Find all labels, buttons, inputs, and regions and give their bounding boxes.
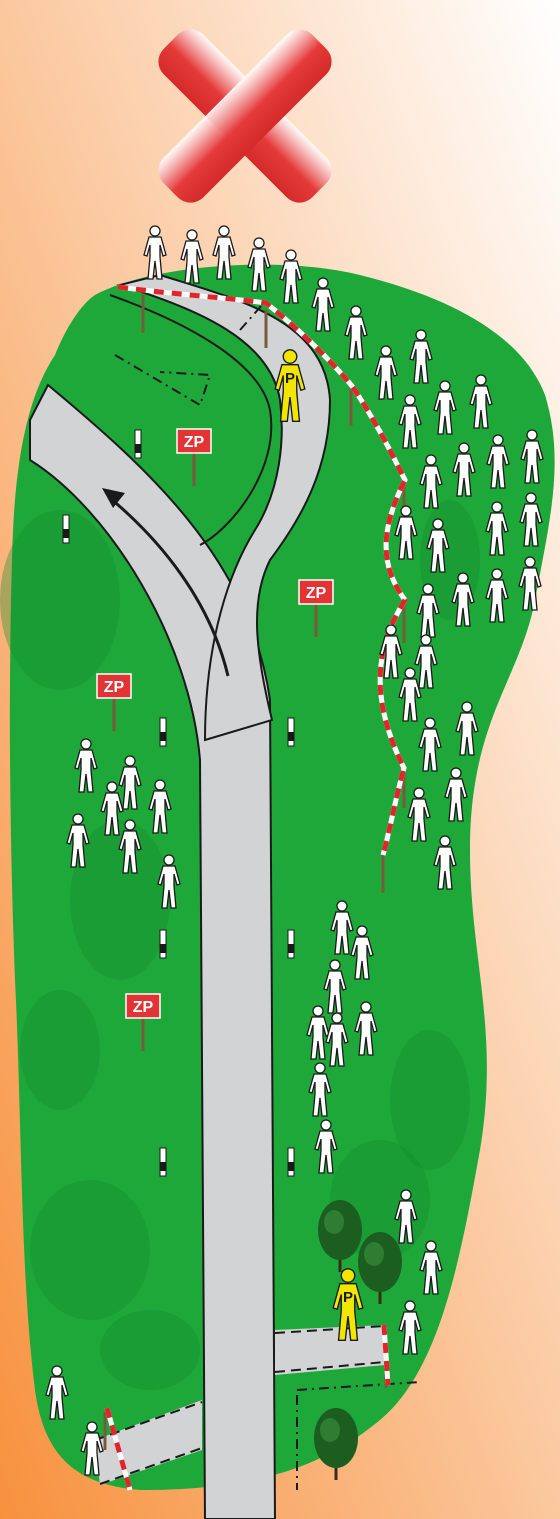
zp-sign-label: ZP <box>184 434 205 451</box>
zp-sign-label: ZP <box>306 585 327 602</box>
zp-sign-label: ZP <box>133 999 154 1016</box>
zp-sign-label: ZP <box>104 679 125 696</box>
marshal-post-label: P <box>285 370 295 387</box>
marshal-post-label: P <box>343 1289 353 1306</box>
